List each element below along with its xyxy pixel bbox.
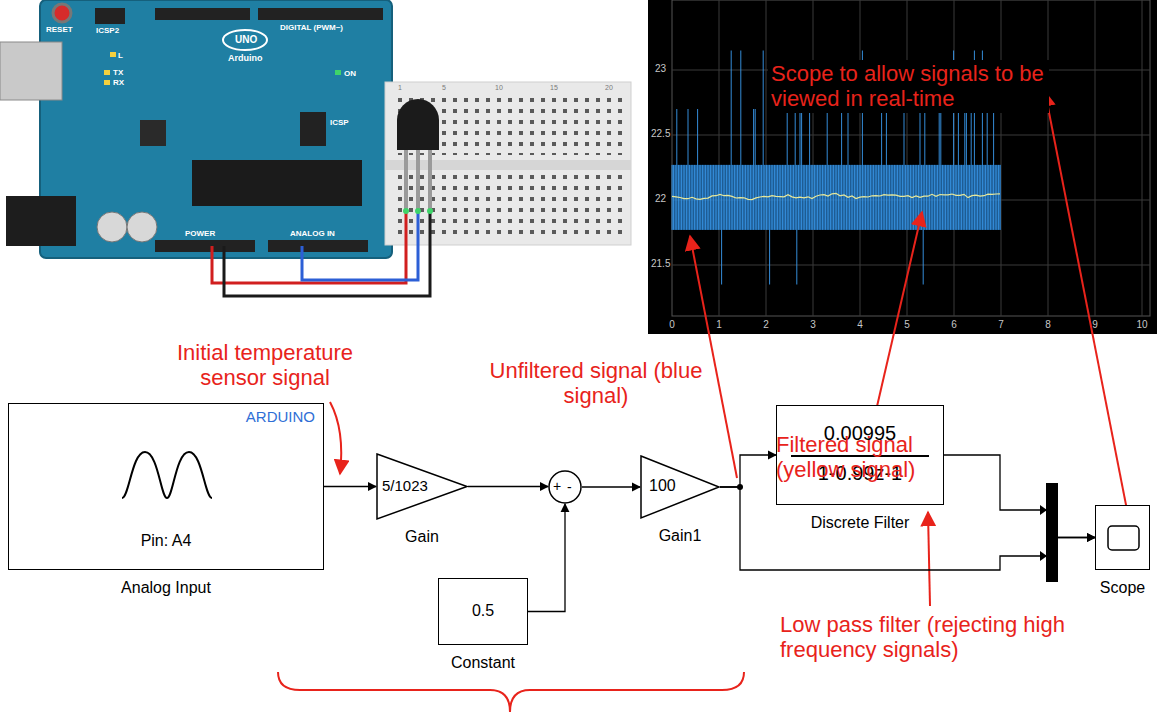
board-marking: TX <box>113 68 123 77</box>
axis-tick: 9 <box>1092 319 1098 331</box>
board-marking: ICSP <box>330 118 349 127</box>
signal-line <box>720 455 776 487</box>
signal-line <box>324 486 376 487</box>
signal-line <box>468 486 548 487</box>
axis-tick: 22 <box>655 193 666 205</box>
signal-line <box>944 455 1095 538</box>
sum-block: +- <box>548 470 582 504</box>
gain-block: 100Gain1 <box>640 455 720 519</box>
simulink-block: Scope <box>1095 505 1150 570</box>
board-marking: RESET <box>46 25 73 34</box>
junction-dot <box>737 484 743 490</box>
column-number: 1 <box>398 84 402 92</box>
block-text: Pin: A4 <box>9 532 323 550</box>
axis-tick: 23 <box>655 63 666 75</box>
axis-tick: 7 <box>998 319 1004 331</box>
board-marking: ANALOG IN <box>290 229 335 238</box>
board-marking: DIGITAL (PWM~) <box>280 23 343 32</box>
block-name: Scope <box>1100 579 1145 597</box>
signal-line <box>528 504 565 612</box>
axis-tick: 0 <box>669 319 675 331</box>
annotation-arrows <box>278 92 1128 712</box>
block-text: + <box>553 478 561 494</box>
block-text: 0.5 <box>439 602 527 620</box>
block-text: - <box>567 479 572 495</box>
simulink-block: ARDUINOPin: A4Analog Input <box>8 403 324 570</box>
axis-tick: 5 <box>904 319 910 331</box>
axis-tick: 22.5 <box>651 128 670 140</box>
board-marking: RX <box>113 78 124 87</box>
axis-tick: 8 <box>1045 319 1051 331</box>
block-name: Gain <box>405 528 439 546</box>
annotation: Unfiltered signal (blue signal) <box>486 358 706 409</box>
column-number: 20 <box>605 84 613 92</box>
block-name: Constant <box>451 654 515 672</box>
annotation: Low pass filter (rejecting high frequenc… <box>780 612 1080 663</box>
axis-tick: 4 <box>857 319 863 331</box>
arduino-board <box>0 0 392 258</box>
scope-plot <box>648 0 1157 334</box>
axis-tick: 2 <box>763 319 769 331</box>
board-marking: L <box>118 51 123 60</box>
board-marking: ICSP2 <box>96 26 119 35</box>
block-text: 5/1023 <box>382 477 428 494</box>
block-name: Discrete Filter <box>811 514 910 532</box>
axis-tick: 1 <box>716 319 722 331</box>
block-text: 100 <box>649 477 676 495</box>
breadboard <box>385 82 631 245</box>
column-number: 15 <box>550 84 558 92</box>
column-number: 10 <box>495 84 503 92</box>
simulink-block: 0.5Constant <box>438 578 528 645</box>
block-icon <box>1096 506 1151 571</box>
temperature-sensor <box>397 99 439 214</box>
block-name: Analog Input <box>121 579 211 597</box>
block-name: Gain1 <box>659 527 702 545</box>
block-text: ARDUINO <box>246 408 315 425</box>
board-marking: POWER <box>185 229 215 238</box>
column-number: 5 <box>442 84 446 92</box>
board-marking: UNO <box>235 34 257 46</box>
annotation: Initial temperature sensor signal <box>150 340 380 391</box>
axis-tick: 10 <box>1136 319 1147 331</box>
board-marking: ON <box>344 69 356 78</box>
axis-tick: 3 <box>810 319 816 331</box>
wires <box>212 212 430 296</box>
board-marking: Arduino <box>228 53 263 63</box>
gain-block: 5/1023Gain <box>376 453 468 520</box>
annotation: Scope to allow signals to be viewed in r… <box>768 60 1049 113</box>
axis-tick: 21.5 <box>651 258 670 270</box>
annotation: Filtered signal (yellow signal) <box>776 432 966 483</box>
signal-line <box>582 486 640 487</box>
axis-tick: 6 <box>951 319 957 331</box>
